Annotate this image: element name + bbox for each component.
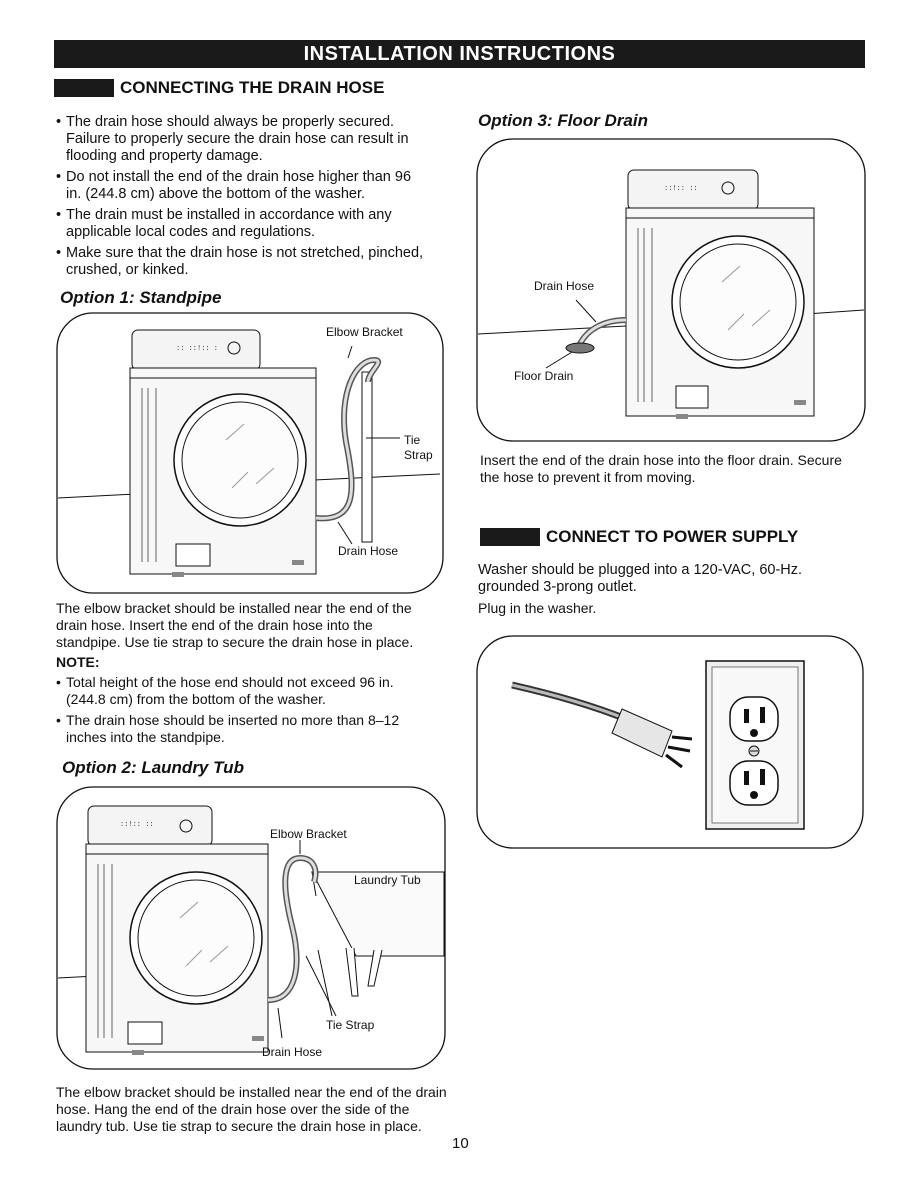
elbow-bracket-label: Elbow Bracket: [326, 325, 403, 339]
standpipe-illustration: :: ::!:: : Elbow Bracket Tie Strap Drain…: [56, 312, 444, 594]
tie-strap-label: Tie Strap: [326, 1018, 375, 1032]
option1-title: Option 1: Standpipe: [60, 288, 222, 307]
drain-bullet-list: The drain hose should always be properly…: [56, 114, 426, 283]
option3-title: Option 3: Floor Drain: [478, 111, 648, 130]
option3-caption: Insert the end of the drain hose into th…: [480, 452, 842, 485]
laundry-tub-illustration: ::!:: :: Elbow Bracket Laundry Tub Tie S…: [56, 786, 446, 1070]
drain-section-title: CONNECTING THE DRAIN HOSE: [120, 78, 385, 97]
strap-label: Strap: [404, 448, 433, 462]
drain-hose-label: Drain Hose: [338, 544, 398, 558]
option2-caption: The elbow bracket should be installed ne…: [56, 1084, 447, 1134]
list-item: Total height of the hose end should not …: [56, 674, 436, 708]
list-item: Make sure that the drain hose is not str…: [56, 245, 426, 279]
floor-drain-illustration: ::!:: :: Drain Hose Floor Drain: [476, 138, 866, 442]
option2-title: Option 2: Laundry Tub: [62, 758, 244, 777]
svg-text:::!:: ::: ::!:: ::: [120, 821, 154, 829]
tie-label: Tie: [404, 433, 421, 447]
option1-caption: The elbow bracket should be installed ne…: [56, 600, 414, 650]
power-section-title: CONNECT TO POWER SUPPLY: [546, 527, 799, 546]
list-item: The drain hose should be inserted no mor…: [56, 712, 436, 746]
laundry-tub-label: Laundry Tub: [354, 873, 421, 887]
svg-text:::!:: ::: ::!:: ::: [664, 185, 698, 193]
elbow-bracket-label: Elbow Bracket: [270, 827, 347, 841]
page-number: 10: [452, 1135, 469, 1152]
list-item: The drain hose should always be properly…: [56, 114, 426, 165]
note-label: NOTE:: [56, 654, 100, 670]
outlet-illustration: [476, 635, 864, 849]
power-paragraph: Washer should be plugged into a 120-VAC,…: [478, 562, 803, 595]
drain-section-heading: CONNECTING THE DRAIN HOSE: [54, 78, 384, 98]
power-section-heading: CONNECT TO POWER SUPPLY: [480, 527, 798, 547]
list-item: Do not install the end of the drain hose…: [56, 169, 426, 203]
drain-hose-label: Drain Hose: [262, 1045, 322, 1059]
heading-marker: [480, 528, 540, 546]
note-list: Total height of the hose end should not …: [56, 674, 436, 750]
floor-drain-label: Floor Drain: [514, 369, 573, 383]
list-item: The drain must be installed in accordanc…: [56, 207, 426, 241]
plug-in-paragraph: Plug in the washer.: [478, 600, 597, 616]
heading-marker: [54, 79, 114, 97]
page-banner: INSTALLATION INSTRUCTIONS: [54, 40, 865, 68]
svg-text::: ::!:: :: :: ::!:: :: [176, 345, 218, 353]
drain-hose-label: Drain Hose: [534, 279, 594, 293]
